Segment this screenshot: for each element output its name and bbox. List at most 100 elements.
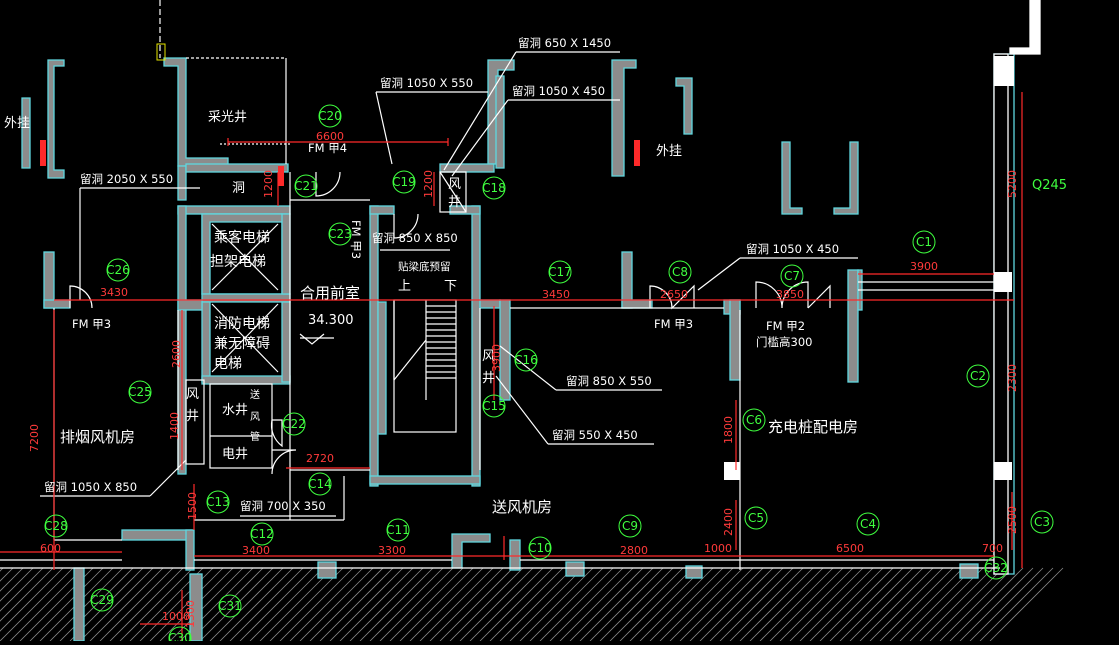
fire-elevator-label-1: 消防电梯 bbox=[214, 316, 270, 332]
column-marker-circle bbox=[282, 412, 306, 436]
column-marker-circle bbox=[386, 518, 410, 542]
elevation-label: 34.300 bbox=[308, 313, 354, 328]
column-marker-label: C2 bbox=[970, 369, 986, 383]
column-marker-circle bbox=[218, 594, 242, 618]
column-marker-label: C32 bbox=[984, 561, 1008, 575]
column-marker-label: C5 bbox=[748, 511, 764, 525]
dim-text: 2600 bbox=[170, 340, 183, 368]
dim-text: 2300 bbox=[1006, 364, 1019, 392]
opening-label: 留洞 1050 X 550 bbox=[380, 76, 473, 90]
column-marker-circle bbox=[392, 170, 416, 194]
shaft-small-label-3: 管 bbox=[250, 430, 260, 443]
dim-text: 1200 bbox=[262, 170, 275, 198]
column-marker-label: C4 bbox=[860, 517, 876, 531]
air-shaft-left-label-1: 风 bbox=[186, 387, 199, 402]
column-marker-label: C12 bbox=[250, 527, 274, 541]
air-shaft-label-2: 井 bbox=[448, 195, 461, 210]
dim-text: 3430 bbox=[100, 286, 128, 299]
column-marker-label: C15 bbox=[482, 399, 506, 413]
column-marker-label: C14 bbox=[308, 477, 332, 491]
column-marker-circle bbox=[308, 472, 332, 496]
opening-label: 留洞 700 X 350 bbox=[240, 499, 326, 513]
column-marker-circle bbox=[294, 174, 318, 198]
supply-fan-room-label: 送风机房 bbox=[492, 498, 552, 516]
dimension-labels: 6600 3900 3450 2650 3850 3400 3300 2800 … bbox=[28, 130, 1019, 628]
dim-text: 1200 bbox=[422, 170, 435, 198]
opening-label: 留洞 850 X 550 bbox=[566, 374, 652, 388]
room-labels: 采光井 合用前室 34.300 乘客电梯 担架电梯 消防电梯 兼无障碍 电梯 排… bbox=[4, 110, 858, 516]
door-label: FM 甲4 bbox=[308, 141, 347, 155]
opening-label: 留洞 850 X 850 bbox=[372, 231, 458, 245]
column-marker-label: C21 bbox=[294, 179, 318, 193]
column-marker-label: C18 bbox=[482, 181, 506, 195]
column-marker-circle bbox=[168, 626, 192, 645]
dim-text: 2720 bbox=[306, 452, 334, 465]
elec-well-label: 电井 bbox=[222, 447, 248, 462]
lightwell-label: 采光井 bbox=[208, 110, 247, 125]
column-marker-label: C26 bbox=[106, 263, 130, 277]
stair-note-label: 贴梁底预留 bbox=[398, 260, 451, 273]
dim-text: 700 bbox=[982, 542, 1003, 555]
column-marker-circle bbox=[1030, 510, 1054, 534]
column-marker-circle bbox=[128, 380, 152, 404]
opening-label: 留洞 550 X 450 bbox=[552, 428, 638, 442]
air-shaft-mid-label-2: 井 bbox=[482, 371, 495, 386]
column-marker-circle bbox=[548, 260, 572, 284]
column-marker-label: C16 bbox=[514, 353, 538, 367]
column-marker-label: C30 bbox=[168, 631, 192, 641]
shaft-small-label-1: 送 bbox=[250, 388, 260, 401]
dim-text: 2400 bbox=[722, 508, 735, 536]
fire-elevator-label-3: 电梯 bbox=[214, 356, 242, 372]
column-marker-label: C23 bbox=[328, 227, 352, 241]
stair-down-label: 下 bbox=[444, 279, 457, 294]
passenger-elevator-label-1: 乘客电梯 bbox=[214, 229, 270, 246]
air-shaft-label-1: 风 bbox=[448, 177, 461, 192]
column-marker-circle bbox=[514, 348, 538, 372]
external-left-label: 外挂 bbox=[4, 116, 30, 131]
opening-label: 留洞 2050 X 550 bbox=[80, 172, 173, 186]
smoke-fan-room-label: 排烟风机房 bbox=[60, 428, 135, 446]
wall-tag-label: Q245 bbox=[1032, 178, 1067, 193]
column-marker-circle bbox=[780, 264, 804, 288]
dim-text: 2500 bbox=[1006, 506, 1019, 534]
column-marker-circle bbox=[328, 222, 352, 246]
dim-text: 5200 bbox=[1006, 170, 1019, 198]
column-marker-circle bbox=[856, 512, 880, 536]
opening-labels: 留洞 650 X 1450 留洞 1050 X 550 留洞 1050 X 45… bbox=[44, 36, 839, 513]
air-shaft-left-label-2: 井 bbox=[186, 409, 199, 424]
column-marker-label: C22 bbox=[282, 417, 306, 431]
dim-text: 1000 bbox=[704, 542, 732, 555]
dimension-lines bbox=[0, 92, 1023, 641]
dim-text: 2800 bbox=[620, 544, 648, 557]
dim-text: 6500 bbox=[836, 542, 864, 555]
dim-text: 7200 bbox=[28, 424, 41, 452]
shared-lobby-label: 合用前室 bbox=[300, 284, 360, 302]
column-marker-circle bbox=[206, 490, 230, 514]
opening-label: 留洞 1050 X 450 bbox=[512, 84, 605, 98]
hatched-slab bbox=[0, 567, 1064, 642]
column-marker-label: C8 bbox=[672, 265, 688, 279]
dim-text: 1500 bbox=[186, 492, 199, 520]
door-label: FM 甲2 bbox=[766, 319, 805, 333]
door-note-label: 门槛高300 bbox=[756, 335, 812, 349]
column-marker-label: C25 bbox=[128, 385, 152, 399]
column-marker-label: C29 bbox=[90, 593, 114, 607]
door-label: FM 甲3 bbox=[72, 317, 111, 331]
air-shaft-mid-label-1: 风 bbox=[482, 349, 495, 364]
dim-text: 3900 bbox=[490, 344, 503, 372]
column-marker-circle bbox=[482, 176, 506, 200]
door-labels: FM 甲4 FM 甲3 FM 甲3 FM 甲2 门槛高300 FM 甲3 bbox=[72, 141, 812, 349]
column-marker-label: C19 bbox=[392, 175, 416, 189]
column-marker-circle bbox=[966, 364, 990, 388]
column-marker-circle bbox=[742, 408, 766, 432]
passenger-elevator-label-2: 担架电梯 bbox=[210, 254, 266, 270]
dim-text: 3900 bbox=[910, 260, 938, 273]
column-marker-label: C13 bbox=[206, 495, 230, 509]
column-marker-circle bbox=[912, 230, 936, 254]
opening-label: 留洞 650 X 1450 bbox=[518, 36, 611, 50]
hole-label: 洞 bbox=[232, 181, 245, 196]
dim-text: 1400 bbox=[168, 412, 181, 440]
column-marker-label: C1 bbox=[916, 235, 932, 249]
